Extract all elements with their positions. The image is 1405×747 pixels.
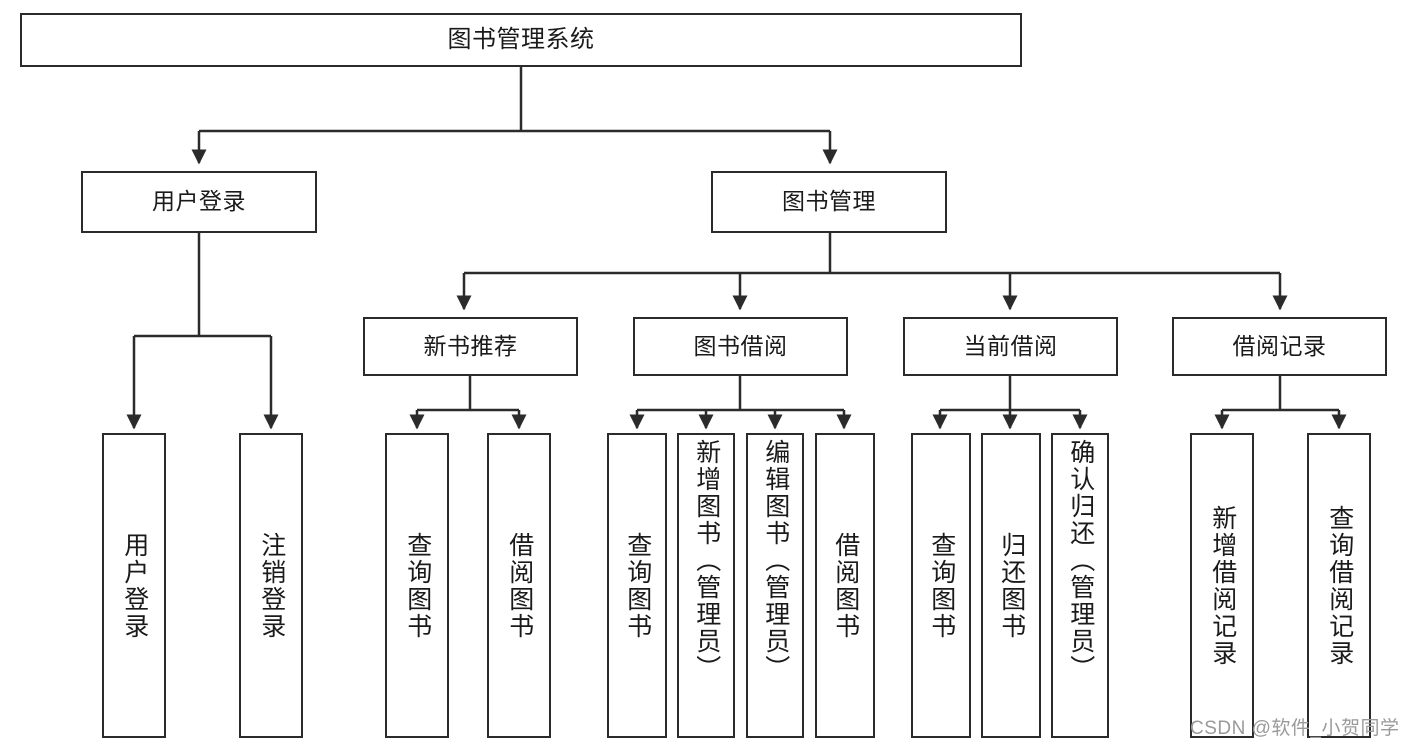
node-label: 新增借阅记录 — [1208, 504, 1237, 667]
node-root-book-management-system[interactable]: 图书管理系统 — [20, 13, 1022, 67]
node-label: 图书管理 — [782, 188, 876, 215]
leaf-query-book-borrow[interactable]: 查询图书 — [607, 433, 667, 738]
leaf-confirm-return-admin[interactable]: 确认归还（管理员） — [1051, 433, 1109, 738]
node-label: 图书管理系统 — [447, 25, 595, 53]
node-label: 用户登录 — [152, 188, 246, 215]
leaf-edit-book-admin[interactable]: 编辑图书（管理员） — [746, 433, 804, 738]
node-label: 新书推荐 — [423, 332, 518, 359]
node-label: 确认归还（管理员） — [1066, 439, 1095, 682]
node-book-management[interactable]: 图书管理 — [711, 171, 947, 233]
node-book-borrow[interactable]: 图书借阅 — [633, 317, 848, 376]
leaf-borrow-book[interactable]: 借阅图书 — [815, 433, 875, 738]
leaf-user-login[interactable]: 用户登录 — [102, 433, 166, 738]
node-label: 借阅记录 — [1232, 332, 1327, 359]
node-label: 编辑图书（管理员） — [761, 439, 790, 682]
leaf-add-borrow-record[interactable]: 新增借阅记录 — [1190, 433, 1254, 738]
csdn-watermark: CSDN @软件_小贺同学 — [1190, 718, 1400, 739]
node-new-book-recommend[interactable]: 新书推荐 — [363, 317, 578, 376]
node-label: 借阅图书 — [505, 531, 534, 640]
node-label: 注销登录 — [257, 531, 286, 640]
leaf-query-borrow-record[interactable]: 查询借阅记录 — [1307, 433, 1371, 738]
node-label: 用户登录 — [120, 531, 149, 640]
node-label: 查询图书 — [403, 531, 432, 640]
leaf-query-book-recommend[interactable]: 查询图书 — [385, 433, 449, 738]
node-label: 当前借阅 — [963, 332, 1058, 359]
node-current-borrow[interactable]: 当前借阅 — [903, 317, 1118, 376]
leaf-borrow-book-recommend[interactable]: 借阅图书 — [487, 433, 551, 738]
node-label: 查询图书 — [623, 531, 652, 640]
node-label: 查询图书 — [927, 531, 956, 640]
leaf-logout[interactable]: 注销登录 — [239, 433, 303, 738]
leaf-query-book-current[interactable]: 查询图书 — [911, 433, 971, 738]
node-label: 借阅图书 — [831, 531, 860, 640]
node-label: 归还图书 — [997, 531, 1026, 640]
node-borrow-record[interactable]: 借阅记录 — [1172, 317, 1387, 376]
node-label: 新增图书（管理员） — [692, 439, 721, 682]
leaf-add-book-admin[interactable]: 新增图书（管理员） — [677, 433, 735, 738]
node-label: 图书借阅 — [693, 332, 788, 359]
node-user-login[interactable]: 用户登录 — [81, 171, 317, 233]
leaf-return-book[interactable]: 归还图书 — [981, 433, 1041, 738]
node-label: 查询借阅记录 — [1325, 504, 1354, 667]
